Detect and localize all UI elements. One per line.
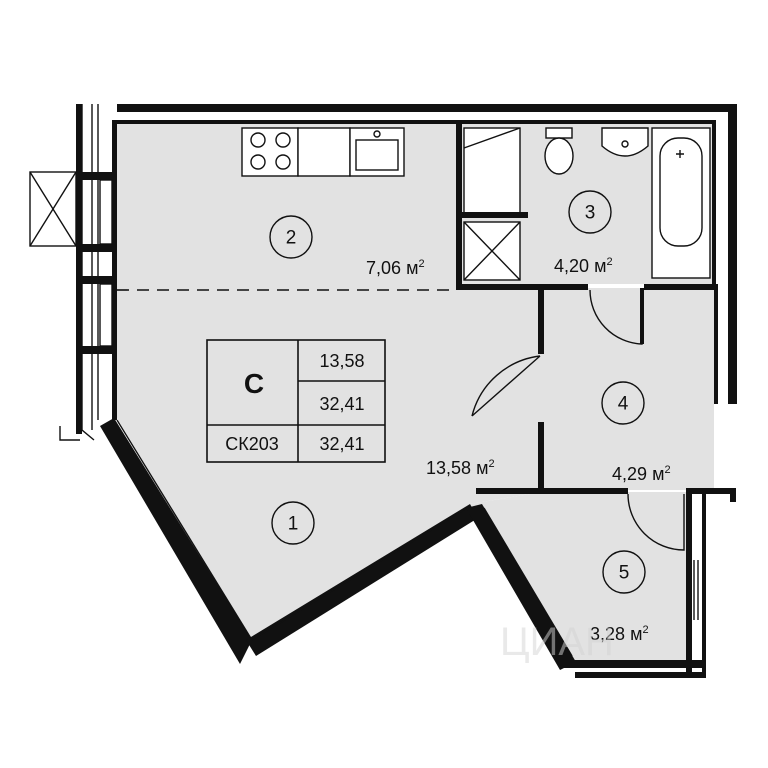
- wall-room4-left-upper: [538, 288, 544, 354]
- wall-left: [76, 104, 82, 434]
- wall-right-corner: [686, 488, 736, 494]
- room-area-3: 4,20 м2: [554, 256, 613, 276]
- balcony-x2: [29, 171, 77, 247]
- stove: [241, 127, 299, 177]
- door-room4-room5: [627, 493, 685, 551]
- shower-x2: [463, 221, 521, 281]
- room-4-floor: [542, 288, 714, 490]
- toilet-tank: [545, 127, 573, 139]
- room-label-5: 5: [602, 550, 646, 594]
- wall-room4-left-lower: [538, 422, 544, 494]
- window-frame-1: [76, 172, 116, 180]
- wall-room5-bottom-outer: [575, 672, 706, 678]
- room-area-1: 13,58 м2: [426, 458, 495, 478]
- room-label-1: 1: [271, 501, 315, 545]
- room-label-4: 4: [601, 381, 645, 425]
- stove-burner-1: [250, 132, 266, 148]
- wall-diagonal-left: [100, 418, 252, 664]
- bathtub-drain: [676, 150, 684, 158]
- wall-right-upper-inner: [712, 120, 716, 284]
- total-area-value: 32,41: [319, 394, 364, 414]
- stove-burner-3: [250, 154, 266, 170]
- room-area-4: 4,29 м2: [612, 464, 671, 484]
- stove-burner-4: [275, 154, 291, 170]
- room-number-3: 3: [585, 203, 596, 224]
- wall-room4-bottom: [540, 488, 628, 494]
- wall-top-inner: [117, 120, 714, 124]
- wall-bottom-room1-inner: [251, 505, 471, 641]
- balcony-stub: [59, 426, 80, 441]
- wall-room5-diagonal-inner: [483, 507, 573, 657]
- cabinet-door: [463, 127, 521, 149]
- wall-room5-bottom: [560, 660, 706, 668]
- stove-burner-2: [275, 132, 291, 148]
- counter: [297, 127, 351, 177]
- room-number-1: 1: [288, 514, 299, 535]
- wall-left-inner: [112, 120, 117, 420]
- room-number-4: 4: [618, 394, 629, 415]
- room-label-3: 3: [568, 190, 612, 234]
- watermark: ЦИАН: [500, 620, 614, 664]
- room-label-2: 2: [269, 215, 313, 259]
- wall-right-stub: [714, 284, 718, 404]
- room-1-floor: [117, 288, 542, 640]
- living-area-value: 13,58: [319, 351, 364, 371]
- window-sash-2: [99, 283, 113, 347]
- door-room3-room4: [589, 289, 643, 345]
- bathtub-inner: [659, 137, 703, 247]
- apartment-code: СК203: [225, 434, 279, 454]
- wall-room3-bottom-right: [644, 284, 716, 290]
- wall-room5-top-right: [476, 488, 540, 494]
- wall-right-corner-tick: [730, 488, 736, 502]
- room-number-2: 2: [286, 228, 297, 249]
- window-frame-3: [76, 276, 116, 284]
- window-frame-4: [76, 346, 116, 354]
- room-5-floor: [470, 492, 686, 660]
- wall-right-lower: [686, 488, 692, 678]
- cabinet-base: [462, 212, 528, 218]
- wall-room3-left: [456, 124, 462, 290]
- room-area-5: 3,28 м2: [590, 624, 649, 644]
- kitchen-tap: [373, 130, 381, 138]
- room-area-2: 7,06 м2: [366, 258, 425, 278]
- wall-top: [117, 104, 737, 112]
- door-room1-room4: [471, 355, 541, 417]
- room-number-5: 5: [619, 563, 630, 584]
- wall-bottom-room1: [246, 504, 478, 656]
- kitchen-sink-bowl: [355, 139, 399, 171]
- apartment-area-value: 32,41: [319, 434, 364, 454]
- toilet-bowl: [544, 137, 574, 175]
- washbasin: [601, 127, 649, 157]
- wall-right-lower-outer: [702, 492, 706, 678]
- wall-room3-bottom: [458, 284, 588, 290]
- washbasin-drain: [621, 140, 629, 148]
- wall-diagonal-left-inner: [116, 419, 253, 641]
- apartment-type: С: [244, 368, 264, 399]
- window-sash-1: [99, 179, 113, 245]
- summary-table: С 13,58 32,41 СК203 32,41: [206, 339, 386, 463]
- window-frame-2: [76, 244, 116, 252]
- wall-room5-diagonal: [466, 504, 576, 670]
- cabinet: [463, 127, 521, 215]
- wall-right-upper: [728, 104, 737, 404]
- window-left: [81, 104, 95, 441]
